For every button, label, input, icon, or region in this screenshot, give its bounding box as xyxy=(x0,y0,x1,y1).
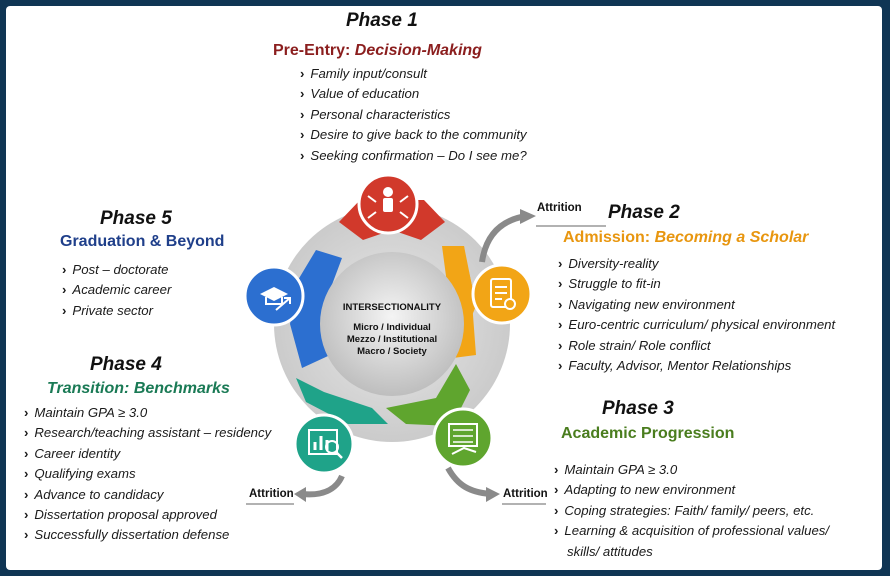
phase4-subtitle-text: Transition: Benchmarks xyxy=(47,380,230,397)
phase2-subtitle: Admission: Becoming a Scholar xyxy=(563,229,808,247)
list-item-continued: skills/ attitudes xyxy=(567,543,653,559)
diagram-canvas: INTERSECTIONALITY Micro / Individual Mez… xyxy=(6,6,882,570)
attrition-label-phase2: Attrition xyxy=(537,202,582,214)
inner-disc xyxy=(320,252,464,396)
attrition-arrow-phase2 xyxy=(479,213,527,263)
list-item: Qualifying exams xyxy=(24,464,271,484)
attrition-arrow-phase4 xyxy=(301,474,345,498)
phase2-list: Diversity-reality Struggle to fit-in Nav… xyxy=(558,254,835,376)
center-line-macro: Macro / Society xyxy=(357,346,427,357)
attrition-arrow-phase3 xyxy=(445,466,491,497)
phase1-title: Phase 1 xyxy=(346,10,418,31)
phase5-list: Post – doctorate Academic career Private… xyxy=(62,260,171,321)
phase4-title: Phase 4 xyxy=(90,354,162,375)
cycle-graphic: INTERSECTIONALITY Micro / Individual Mez… xyxy=(243,173,606,505)
phase3-icon-circle xyxy=(432,407,494,469)
phase4-subtitle: Transition: Benchmarks xyxy=(47,380,230,398)
phase5-title: Phase 5 xyxy=(100,208,172,229)
list-item: Career identity xyxy=(24,444,271,464)
list-item: Struggle to fit-in xyxy=(558,274,835,294)
center-line-micro: Micro / Individual xyxy=(353,322,431,333)
list-item: Adapting to new environment xyxy=(554,480,829,500)
list-item: Navigating new environment xyxy=(558,295,835,315)
center-title: INTERSECTIONALITY xyxy=(343,302,442,313)
list-item: Faculty, Advisor, Mentor Relationships xyxy=(558,356,835,376)
phase1-icon-circle xyxy=(357,173,419,235)
list-item: Maintain GPA ≥ 3.0 xyxy=(24,403,271,423)
phase2-title: Phase 2 xyxy=(608,202,680,223)
list-item: Post – doctorate xyxy=(62,260,171,280)
list-item: Successfully dissertation defense xyxy=(24,525,271,545)
phase2-icon-circle xyxy=(471,263,533,325)
list-item: Dissertation proposal approved xyxy=(24,505,271,525)
list-item: Euro-centric curriculum/ physical enviro… xyxy=(558,315,835,335)
phase5-icon-circle xyxy=(243,265,305,327)
attrition-arrowhead-phase3 xyxy=(486,487,500,502)
list-item: Learning & acquisition of professional v… xyxy=(554,521,829,541)
list-item: Academic career xyxy=(62,280,171,300)
list-item: Advance to candidacy xyxy=(24,485,271,505)
phase1-list: Family input/consult Value of education … xyxy=(300,64,527,166)
phase2-subtitle-prefix: Admission: xyxy=(563,229,655,246)
list-item: Coping strategies: Faith/ family/ peers,… xyxy=(554,501,829,521)
list-item: Family input/consult xyxy=(300,64,527,84)
phase1-subtitle-prefix: Pre-Entry: xyxy=(273,42,355,59)
phase5-subtitle: Graduation & Beyond xyxy=(60,233,225,250)
center-line-mezzo: Mezzo / Institutional xyxy=(347,334,437,345)
list-item: Value of education xyxy=(300,84,527,104)
phase4-icon-circle xyxy=(293,413,355,475)
phase3-subtitle: Academic Progression xyxy=(561,425,735,442)
list-item: Research/teaching assistant – residency xyxy=(24,423,271,443)
phase1-subtitle: Pre-Entry: Decision-Making xyxy=(273,42,482,60)
attrition-arrowhead-phase2 xyxy=(520,209,536,224)
segment-green xyxy=(386,364,470,426)
list-item: Role strain/ Role conflict xyxy=(558,336,835,356)
attrition-label-phase4: Attrition xyxy=(249,488,294,500)
list-item: Personal characteristics xyxy=(300,105,527,125)
list-item: Diversity-reality xyxy=(558,254,835,274)
phase2-subtitle-main: Becoming a Scholar xyxy=(654,229,809,246)
phase4-list: Maintain GPA ≥ 3.0 Research/teaching ass… xyxy=(24,403,271,546)
segment-blue xyxy=(290,250,342,368)
phase3-list: Maintain GPA ≥ 3.0 Adapting to new envir… xyxy=(554,460,829,562)
phase3-title: Phase 3 xyxy=(602,398,674,419)
list-item: Private sector xyxy=(62,301,171,321)
list-item: Maintain GPA ≥ 3.0 xyxy=(554,460,829,480)
list-item: Desire to give back to the community xyxy=(300,125,527,145)
attrition-label-phase3: Attrition xyxy=(503,488,548,500)
segment-teal xyxy=(296,378,388,424)
attrition-arrowhead-phase4 xyxy=(294,487,306,502)
list-item: Seeking confirmation – Do I see me? xyxy=(300,146,526,166)
phase1-subtitle-main: Decision-Making xyxy=(354,42,482,59)
